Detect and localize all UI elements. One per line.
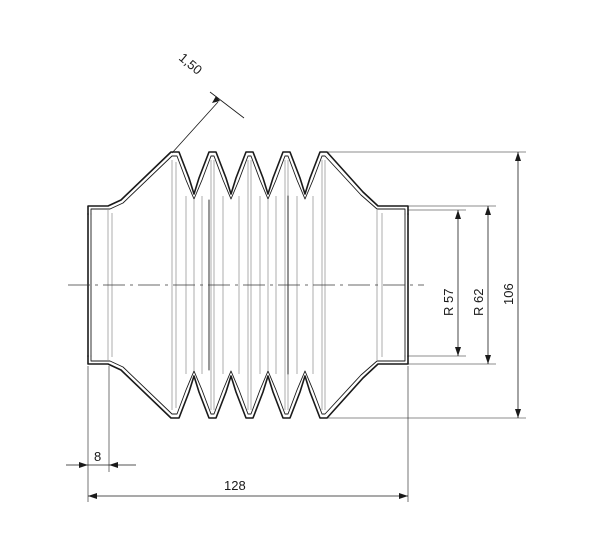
length-128-dimension: 128 <box>87 366 409 502</box>
thickness-label: 1,50 <box>176 50 205 78</box>
thickness-dimension: 1,50 <box>171 50 245 154</box>
bellows-outer-profile-bottom <box>87 355 409 419</box>
length-128-label: 128 <box>224 478 246 493</box>
diameter-62-dimension: R 62 <box>408 205 496 365</box>
bellows-inner-profile-top <box>90 155 406 215</box>
diameter-62-label: R 62 <box>471 289 486 316</box>
height-106-dimension: 106 <box>324 151 526 419</box>
bellows-outer-profile-top <box>87 151 409 215</box>
thickness-arrow <box>212 96 220 103</box>
bellows-inner-profile-bottom <box>90 355 406 415</box>
diameter-57-label: R 57 <box>441 289 456 316</box>
height-106-label: 106 <box>501 283 516 305</box>
collar-width-label: 8 <box>94 449 101 464</box>
collar-width-dimension: 8 <box>66 366 136 472</box>
diameter-57-dimension: R 57 <box>408 209 466 357</box>
